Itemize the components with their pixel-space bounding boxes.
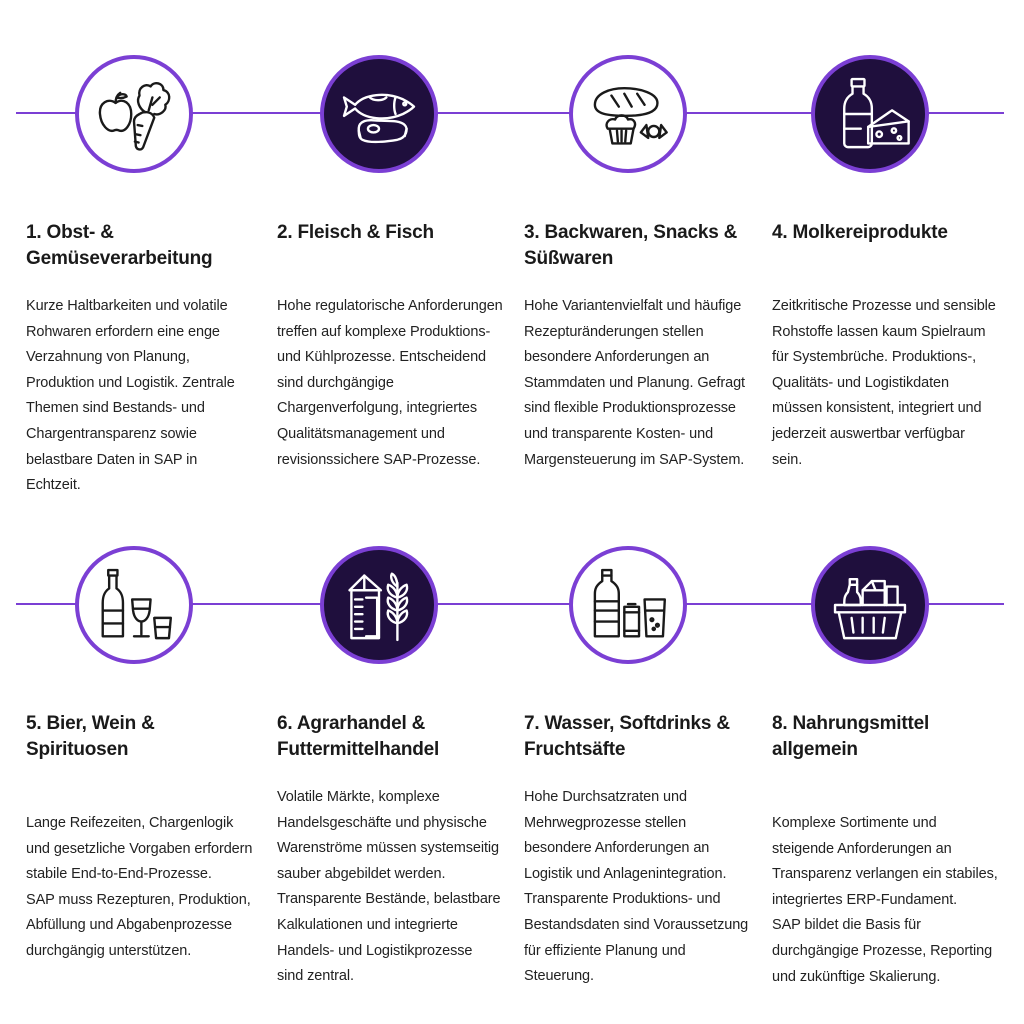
sector-2-title: 2. Fleisch & Fisch (277, 222, 434, 243)
grocery-basket-icon (833, 578, 907, 640)
sector-7-card: 7. Wasser, Softdrinks & Fruchtsäfte Hohe… (524, 711, 756, 990)
sector-7-text: Hohe Durchsatzraten und Mehrwegprozesse … (524, 789, 749, 985)
sector-3-title: 3. Backwaren, Snacks & Süßwaren (524, 222, 738, 269)
beer-wine-spirits-icon (101, 568, 172, 640)
sector-4-card: 4. Molkereiprodukte Zeitkritische Prozes… (772, 220, 1004, 473)
sector-5-card: 5. Bier, Wein & Spirituosen Lange Reifez… (26, 711, 258, 965)
sector-5-text: Lange Reifezeiten, Chargenlogik und gese… (26, 815, 253, 959)
sector-6-title: 6. Agrarhandel & Futtermittelhandel (277, 713, 440, 760)
bottle-can-glass-icon (593, 568, 666, 638)
silo-wheat-icon (348, 572, 409, 642)
sector-1-card: 1. Obst- & Gemüseverarbeitung Kurze Halt… (26, 220, 258, 499)
sector-3-text: Hohe Variantenvielfalt und häufige Rezep… (524, 298, 745, 468)
sector-1-title: 1. Obst- & Gemüseverarbeitung (26, 222, 213, 269)
sector-2-card: 2. Fleisch & Fisch Hohe regulatorische A… (277, 220, 509, 473)
sector-8-card: 8. Nahrungsmittel allgemein Komplexe Sor… (772, 711, 1004, 990)
row1-connector-line (16, 112, 1004, 114)
sector-6-icon-circle (320, 546, 438, 664)
sector-8-title: 8. Nahrungsmittel allgemein (772, 713, 930, 760)
sector-4-icon-circle (811, 55, 929, 173)
sector-5-icon-circle (75, 546, 193, 664)
sector-2-text: Hohe regulatorische Anforderungen treffe… (277, 298, 503, 468)
sector-1-icon-circle (75, 55, 193, 173)
sector-2-icon-circle (320, 55, 438, 173)
milk-cheese-icon (843, 77, 910, 149)
sector-4-text: Zeitkritische Prozesse und sensible Rohs… (772, 298, 996, 468)
fruit-vegetable-icon (98, 82, 171, 151)
sector-5-title: 5. Bier, Wein & Spirituosen (26, 713, 155, 760)
sector-6-card: 6. Agrarhandel & Futtermittelhandel Vola… (277, 711, 509, 990)
row2-connector-line (16, 603, 1004, 605)
sector-4-title: 4. Molkereiprodukte (772, 222, 948, 243)
bakery-snacks-icon (593, 87, 668, 145)
sector-3-card: 3. Backwaren, Snacks & Süßwaren Hohe Var… (524, 220, 756, 473)
sector-8-text: Komplexe Sortimente und steigende Anford… (772, 815, 998, 985)
sector-6-text: Volatile Märkte, komplexe Handelsgeschäf… (277, 789, 501, 985)
sector-7-title: 7. Wasser, Softdrinks & Fruchtsäfte (524, 713, 730, 760)
fish-meat-icon (342, 93, 416, 144)
sector-8-icon-circle (811, 546, 929, 664)
sector-3-icon-circle (569, 55, 687, 173)
sector-1-text: Kurze Haltbarkeiten und volatile Rohware… (26, 298, 235, 494)
sector-7-icon-circle (569, 546, 687, 664)
